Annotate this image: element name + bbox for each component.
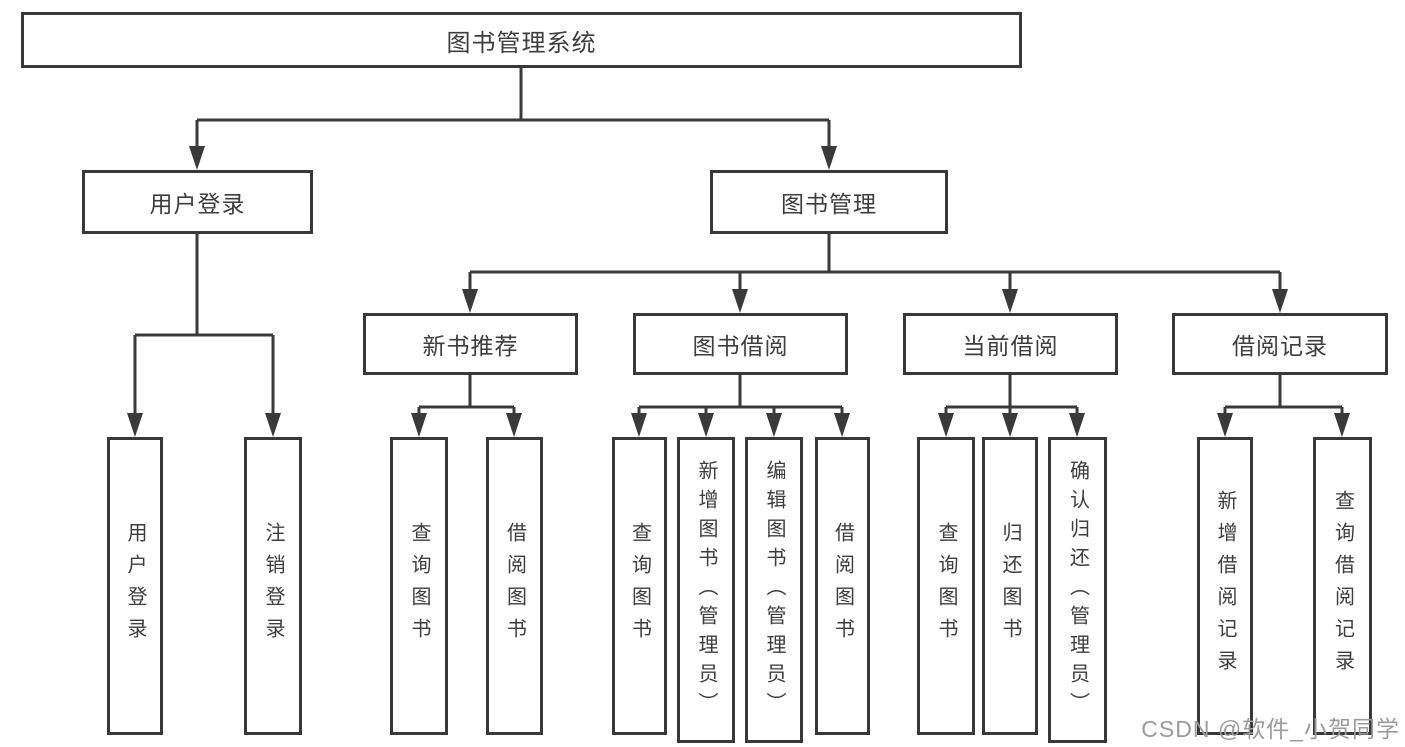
leaf-query-books-current-label: 查询图书	[935, 522, 957, 650]
node-book-management: 图书管理	[710, 170, 948, 234]
arrow-icon	[698, 413, 714, 437]
arrow-icon	[732, 289, 748, 313]
node-user-login: 用户登录	[82, 170, 313, 234]
node-current-borrowing-label: 当前借阅	[962, 333, 1059, 359]
arrow-icon	[1069, 413, 1085, 437]
leaf-add-books-admin: 新增图书（管理员）	[677, 437, 735, 743]
arrow-icon	[265, 413, 281, 437]
node-borrowing-records: 借阅记录	[1172, 313, 1388, 375]
leaf-confirm-return-admin-label: 确认归还（管理员）	[1066, 459, 1089, 721]
arrow-icon	[506, 413, 522, 437]
arrow-icon	[462, 289, 478, 313]
arrow-icon	[631, 413, 647, 437]
arrow-icon	[1272, 289, 1288, 313]
leaf-borrow-books-borrowing: 借阅图书	[815, 437, 870, 735]
leaf-user-login: 用户登录	[107, 437, 163, 735]
leaf-query-books-borrowing: 查询图书	[612, 437, 667, 735]
leaf-add-borrow-record-label: 新增借阅记录	[1214, 490, 1236, 682]
arrow-icon	[821, 146, 837, 170]
leaf-query-books-recommend: 查询图书	[390, 437, 448, 735]
leaf-edit-books-admin-label: 编辑图书（管理员）	[763, 459, 785, 721]
node-new-book-recommendation: 新书推荐	[363, 313, 578, 375]
leaf-query-books-recommend-label: 查询图书	[408, 522, 430, 650]
arrow-icon	[938, 413, 954, 437]
leaf-query-books-borrowing-label: 查询图书	[628, 522, 651, 650]
arrow-icon	[1334, 413, 1350, 437]
arrow-icon	[127, 413, 143, 437]
arrow-icon	[1002, 289, 1018, 313]
arrow-icon	[1217, 413, 1233, 437]
node-library-system: 图书管理系统	[21, 12, 1022, 68]
leaf-user-login-label: 用户登录	[124, 522, 146, 650]
leaf-add-borrow-record: 新增借阅记录	[1197, 437, 1253, 735]
node-library-system-label: 图书管理系统	[446, 29, 597, 57]
node-current-borrowing: 当前借阅	[903, 313, 1118, 375]
watermark: CSDN @软件_小贺同学	[1141, 716, 1400, 742]
edge-current-borrow-to-children	[944, 375, 1079, 419]
leaf-borrow-books-borrowing-label: 借阅图书	[831, 522, 854, 650]
leaf-add-books-admin-label: 新增图书（管理员）	[695, 459, 717, 721]
edge-user-login-to-children	[133, 234, 275, 417]
edge-borrow-records-to-children	[1223, 375, 1344, 419]
leaf-return-books-label: 归还图书	[999, 522, 1021, 650]
leaf-return-books: 归还图书	[982, 437, 1038, 735]
node-book-borrowing-label: 图书借阅	[692, 333, 789, 359]
leaf-logout-label: 注销登录	[262, 522, 284, 650]
arrow-icon	[1002, 413, 1018, 437]
leaf-logout: 注销登录	[244, 437, 302, 735]
leaf-borrow-books-recommend-label: 借阅图书	[503, 522, 526, 650]
node-user-login-label: 用户登录	[149, 191, 246, 217]
edge-book-management-to-level3	[468, 234, 1282, 293]
arrow-icon	[766, 413, 782, 437]
node-borrowing-records-label: 借阅记录	[1232, 333, 1328, 359]
arrowheads	[127, 146, 1350, 437]
leaf-confirm-return-admin: 确认归还（管理员）	[1048, 437, 1107, 743]
leaf-query-borrow-record-label: 查询借阅记录	[1331, 490, 1354, 682]
node-new-book-recommendation-label: 新书推荐	[422, 333, 519, 359]
leaf-query-borrow-record: 查询借阅记录	[1313, 437, 1372, 735]
arrow-icon	[411, 413, 427, 437]
leaf-edit-books-admin: 编辑图书（管理员）	[745, 437, 803, 743]
arrow-icon	[189, 146, 205, 170]
edge-root-to-level2	[195, 68, 831, 150]
leaf-query-books-current: 查询图书	[917, 437, 975, 735]
edge-new-book-to-children	[417, 375, 516, 419]
node-book-borrowing: 图书借阅	[633, 313, 848, 375]
arrow-icon	[834, 413, 850, 437]
leaf-borrow-books-recommend: 借阅图书	[486, 437, 543, 735]
node-book-management-label: 图书管理	[781, 191, 877, 217]
edge-book-borrow-to-children	[637, 375, 844, 419]
